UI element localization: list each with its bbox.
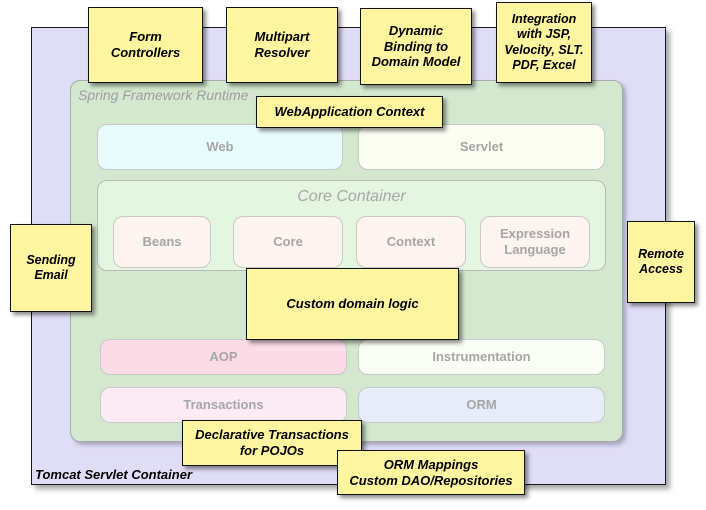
module-core[interactable]: Core xyxy=(233,216,343,268)
module-instrumentation[interactable]: Instrumentation xyxy=(358,339,605,375)
module-web[interactable]: Web xyxy=(97,124,343,170)
module-expression-language[interactable]: Expression Language xyxy=(480,216,590,268)
note-text: Custom domain logic xyxy=(286,296,419,312)
note-custom-domain-logic[interactable]: Custom domain logic xyxy=(246,268,459,340)
tomcat-servlet-container-label: Tomcat Servlet Container xyxy=(35,467,193,482)
spring-framework-runtime-label: Spring Framework Runtime xyxy=(78,87,249,103)
module-context[interactable]: Context xyxy=(356,216,466,268)
core-container-label: Core Container xyxy=(297,188,406,205)
note-webapplication-context[interactable]: WebApplication Context xyxy=(256,96,443,128)
module-aop[interactable]: AOP xyxy=(100,339,347,375)
module-beans[interactable]: Beans xyxy=(113,216,211,268)
module-orm[interactable]: ORM xyxy=(358,387,605,423)
note-text: WebApplication Context xyxy=(274,104,425,120)
module-servlet[interactable]: Servlet xyxy=(358,124,605,170)
module-transactions[interactable]: Transactions xyxy=(100,387,347,423)
